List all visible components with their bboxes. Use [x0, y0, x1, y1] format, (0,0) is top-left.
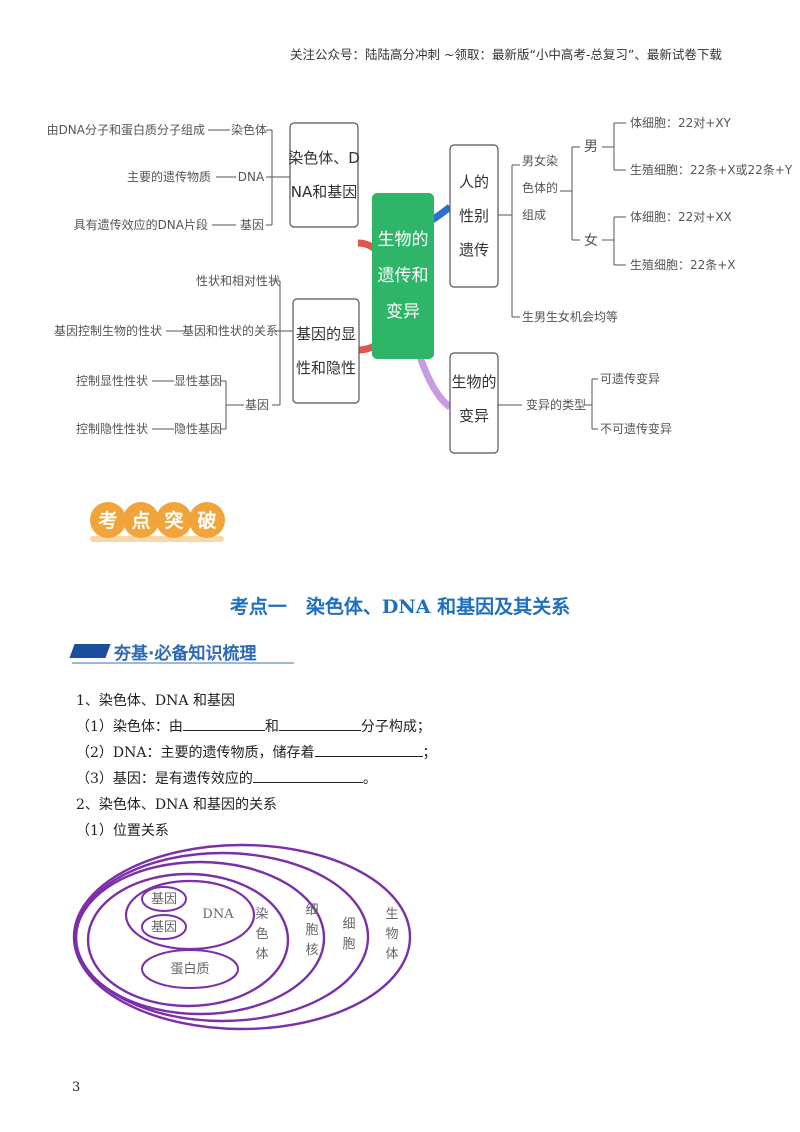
box-dr-line-1: 基因的显 — [296, 325, 356, 343]
venn-gene-2: 基因 — [151, 920, 177, 935]
leaf-desc-dna: 主要的遗传物质 — [127, 169, 211, 184]
leaf-term-chromosome: 染色体 — [231, 122, 267, 137]
leaf-desc-gene: 具有遗传效应的DNA片段 — [74, 217, 208, 232]
leaf-desc-chromosome: 由DNA分子和蛋白质分子组成 — [47, 122, 205, 137]
connector-blue — [430, 204, 453, 223]
ellipse-nucleus — [74, 860, 326, 1016]
female-body-cell: 体细胞：22对+XX — [630, 210, 732, 224]
page-header: 关注公众号：陆陆高分冲刺 ~领取：最新版“小中高考-总复习”、最新试卷下载 — [290, 47, 722, 62]
box-hs-line-2: 性别 — [459, 207, 489, 225]
line-3-part-a: （2）DNA：主要的遗传物质，储存着 — [76, 745, 315, 761]
female-germ-cell: 生殖细胞：22条+X — [630, 257, 736, 272]
badge-kaodian-tupo: 考 点 突 破 — [90, 502, 225, 542]
connector-purple — [416, 355, 453, 410]
badge-char-4: 破 — [197, 510, 216, 532]
venn-organism-1: 生 — [385, 907, 398, 922]
blank-4[interactable] — [252, 770, 363, 783]
box-variation — [449, 352, 499, 454]
ellipse-gene-1 — [141, 886, 187, 912]
blank-2[interactable] — [278, 718, 361, 731]
venn-organism-3: 体 — [385, 947, 398, 962]
leaf-control-term: 基因和性状的关系 — [182, 323, 278, 338]
sub-title-bar — [69, 644, 111, 658]
line-2-part-a: （1）染色体：由 — [76, 719, 183, 735]
box-dominant-recessive — [292, 298, 360, 404]
badge-char-1: 考 — [98, 510, 117, 532]
line-2-part-b: 和 — [264, 719, 279, 735]
badge-char-2: 点 — [131, 510, 150, 532]
blank-1[interactable] — [182, 718, 265, 731]
line-6: （1）位置关系 — [76, 823, 169, 839]
badge-char-3: 突 — [164, 509, 183, 532]
venn-organism-2: 物 — [385, 927, 398, 942]
center-node — [372, 193, 434, 359]
venn-cell-1: 细 — [342, 917, 355, 932]
ellipse-gene-2 — [141, 914, 187, 940]
nonheritable-variation: 不可遗传变异 — [600, 421, 672, 436]
venn-dna: DNA — [202, 907, 234, 922]
box-dr-line-2: 性和隐性 — [296, 359, 356, 377]
venn-cell-2: 胞 — [342, 937, 355, 952]
line-1: 1、染色体、DNA 和基因 — [76, 693, 235, 709]
center-line-1: 生物的 — [378, 230, 429, 250]
line-4-part-b: 。 — [362, 771, 377, 787]
venn-nucleus-2: 胞 — [305, 923, 318, 938]
sex-ratio-equal: 生男生女机会均等 — [522, 309, 618, 324]
leaf-term-dna: DNA — [238, 170, 265, 184]
chromosome-composition-3: 组成 — [522, 208, 546, 222]
box-var-line-2: 变异 — [459, 407, 489, 425]
sub-title-banner: 夯基·必备知识梳理 — [69, 638, 294, 664]
venn-chromosome-1: 染 — [255, 907, 268, 922]
line-3-part-b: ； — [422, 745, 437, 761]
box-ldg-line-1: 染色体、D — [288, 149, 360, 167]
leaf-recessive-desc: 控制隐性性状 — [76, 422, 148, 436]
sub-title-text: 夯基·必备知识梳理 — [114, 644, 257, 664]
venn-diagram: 基因 基因 DNA 蛋白质 染 色 体 细 胞 核 细 胞 生 物 体 — [72, 843, 412, 1031]
male-germ-cell: 生殖细胞：22条+X或22条+Y — [630, 162, 793, 177]
venn-protein: 蛋白质 — [170, 961, 209, 977]
leaf-control-desc: 基因控制生物的性状 — [54, 323, 162, 338]
leaf-term-gene: 基因 — [240, 218, 264, 232]
sub-title-underline — [72, 662, 294, 664]
male-body-cell: 体细胞：22对+XY — [630, 116, 732, 130]
venn-chromosome-2: 色 — [255, 926, 268, 942]
chromosome-composition-1: 男女染 — [522, 153, 558, 168]
blank-3[interactable] — [314, 744, 423, 757]
line-2-part-c: 分子构成； — [360, 719, 431, 735]
chromosome-composition-2: 色体的 — [522, 180, 558, 195]
venn-nucleus-3: 核 — [305, 943, 318, 958]
line-4-part-a: （3）基因：是有遗传效应的 — [76, 771, 253, 787]
leaf-recessive-term: 隐性基因 — [174, 422, 222, 436]
leaf-dominant-desc: 控制显性性状 — [76, 374, 148, 388]
venn-gene-1: 基因 — [151, 892, 177, 907]
box-ldg-line-2: NA和基因 — [291, 183, 357, 201]
ellipse-organism — [72, 843, 412, 1031]
ellipse-dna — [124, 879, 256, 951]
line-3: （2）DNA：主要的遗传物质，储存着 ； — [76, 742, 437, 762]
venn-chromosome-3: 体 — [255, 947, 268, 962]
mind-map: 生物的 遗传和 变异 染色体、D NA和基因 染色体 DNA 基因 由DNA分子… — [47, 116, 793, 454]
variation-types: 变异的类型 — [526, 397, 586, 412]
section-title: 考点一 染色体、DNA 和基因及其关系 — [229, 596, 571, 618]
box-var-line-1: 生物的 — [451, 373, 496, 391]
box-human-sex — [449, 144, 499, 288]
venn-nucleus-1: 细 — [305, 903, 318, 918]
line-5: 2、染色体、DNA 和基因的关系 — [76, 797, 277, 813]
box-hs-line-3: 遗传 — [459, 241, 489, 259]
female-label: 女 — [584, 232, 598, 249]
ellipse-chromosome — [86, 872, 290, 1008]
heritable-variation: 可遗传变异 — [600, 371, 660, 386]
center-line-2: 遗传和 — [378, 266, 429, 286]
page-number: 3 — [72, 1080, 81, 1095]
male-label: 男 — [584, 139, 598, 155]
line-2: （1）染色体：由 和 分子构成； — [76, 716, 431, 736]
center-line-3: 变异 — [386, 302, 420, 322]
ellipse-protein — [141, 949, 239, 989]
leaf-dominant-term: 显性基因 — [174, 374, 222, 388]
leaf-gene: 基因 — [245, 398, 269, 412]
box-hs-line-1: 人的 — [459, 173, 489, 191]
leaf-trait: 性状和相对性状 — [196, 274, 280, 288]
box-chromosome-dna-gene — [289, 122, 359, 228]
line-4: （3）基因：是有遗传效应的 。 — [76, 768, 377, 788]
